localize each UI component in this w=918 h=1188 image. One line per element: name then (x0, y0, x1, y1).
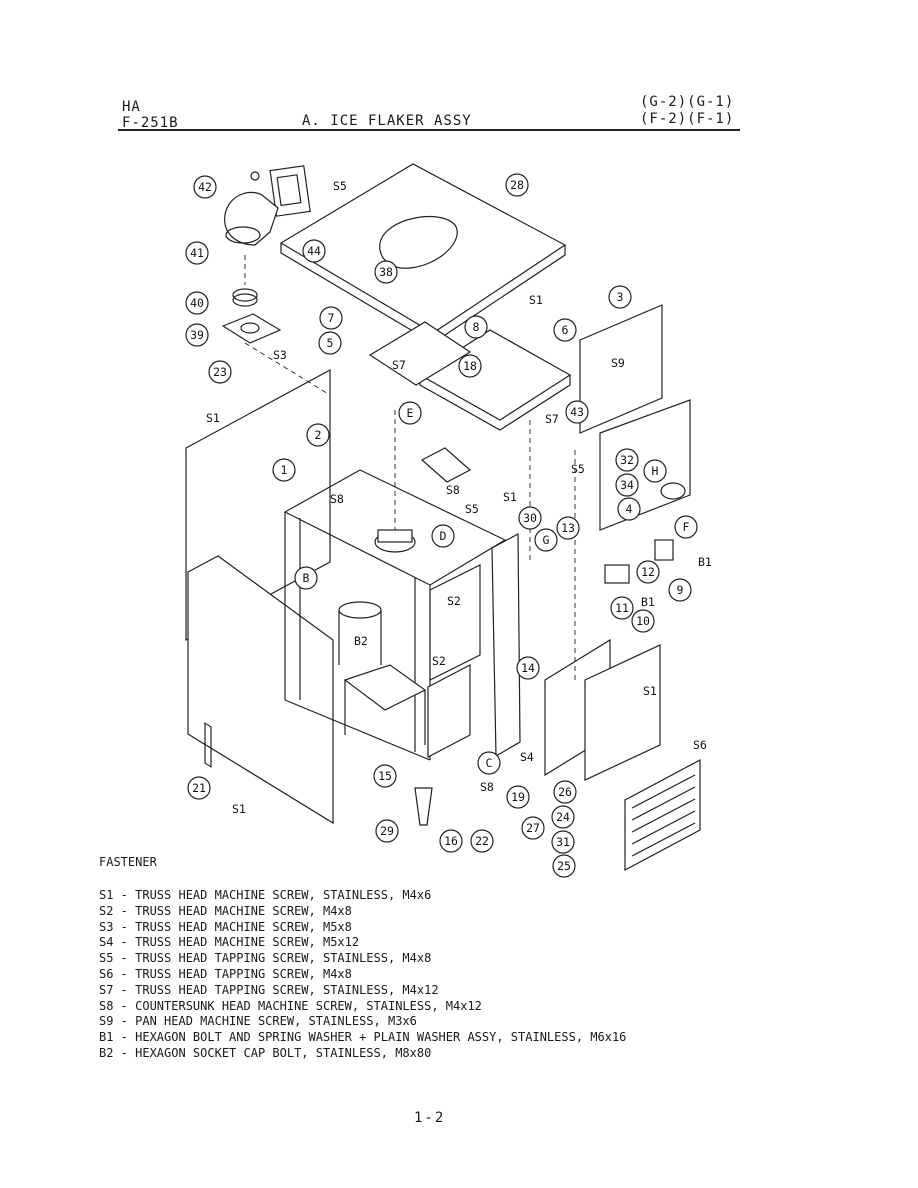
callout-5: 5 (327, 336, 334, 350)
callout-8: 8 (473, 320, 480, 334)
fastener-item: S6 - TRUSS HEAD TAPPING SCREW, M4x8 (99, 966, 352, 981)
label-s8-chute: S8 (446, 483, 460, 497)
fastener-item: S4 - TRUSS HEAD MACHINE SCREW, M5x12 (99, 935, 360, 950)
callout-11: 11 (615, 601, 629, 615)
callout-6: 6 (562, 323, 569, 337)
label-s5-right: S5 (571, 462, 585, 476)
model-number: F-251B (122, 115, 179, 131)
label-b2: B2 (354, 634, 368, 648)
callout-21: 21 (192, 781, 206, 795)
callout-40: 40 (190, 296, 204, 310)
fastener-item: S9 - PAN HEAD MACHINE SCREW, STAINLESS, … (99, 1014, 417, 1029)
header-rule (118, 129, 740, 131)
callout-10: 10 (636, 614, 650, 628)
fastener-heading: FASTENER (99, 855, 157, 869)
callout-D: D (440, 529, 447, 543)
label-s8-bottom: S8 (480, 780, 494, 794)
callout-41: 41 (190, 246, 204, 260)
callout-38: 38 (379, 265, 393, 279)
callout-12: 12 (641, 565, 655, 579)
fastener-item: S1 - TRUSS HEAD MACHINE SCREW, STAINLESS… (99, 888, 432, 902)
callout-circles (185, 173, 698, 878)
callout-42: 42 (198, 180, 212, 194)
fastener-list: S1 - TRUSS HEAD MACHINE SCREW, STAINLESS… (99, 888, 626, 1062)
callout-15: 15 (378, 769, 392, 783)
front-grille (624, 759, 701, 871)
label-s8-frame: S8 (330, 492, 344, 506)
callout-4: 4 (626, 502, 633, 516)
label-b1-right: B1 (698, 555, 712, 569)
label-s7-lid: S7 (392, 358, 406, 372)
callout-16: 16 (444, 834, 458, 848)
callout-39: 39 (190, 328, 204, 342)
label-s2-lower: S2 (432, 654, 446, 668)
callout-22: 22 (475, 834, 489, 848)
callout-24: 24 (556, 810, 570, 824)
label-s1-mid: S1 (503, 490, 517, 504)
brand-code: HA (122, 99, 141, 115)
label-s1-bottom: S1 (232, 802, 246, 816)
callout-30: 30 (523, 511, 537, 525)
label-s1-panel: S1 (643, 684, 657, 698)
fastener-item: S2 - TRUSS HEAD MACHINE SCREW, M4x8 (99, 903, 352, 918)
fastener-item: B2 - HEXAGON SOCKET CAP BOLT, STAINLESS,… (99, 1045, 432, 1060)
callout-E: E (407, 406, 414, 420)
callout-23: 23 (213, 365, 227, 379)
callout-F: F (683, 520, 690, 534)
callout-B: B (303, 571, 310, 585)
label-s1-top: S1 (529, 293, 543, 307)
callout-25: 25 (557, 859, 571, 873)
callout-26: 26 (558, 785, 572, 799)
callout-19: 19 (511, 790, 525, 804)
callout-13: 13 (561, 521, 575, 535)
label-s3: S3 (273, 348, 287, 362)
callout-1: 1 (281, 463, 288, 477)
label-b1-mid: B1 (641, 595, 655, 609)
callout-C: C (486, 756, 493, 770)
label-s7-right: S7 (545, 412, 559, 426)
callout-29: 29 (380, 824, 394, 838)
callout-28: 28 (510, 178, 524, 192)
variant-codes-bottom: (F-2)(F-1) (640, 111, 735, 127)
callout-G: G (543, 533, 550, 547)
label-s5-top: S5 (333, 179, 347, 193)
callout-34: 34 (620, 478, 634, 492)
callout-32: 32 (620, 453, 634, 467)
callout-7: 7 (328, 311, 335, 325)
fastener-item: B1 - HEXAGON BOLT AND SPRING WASHER + PL… (99, 1030, 627, 1045)
callout-2: 2 (315, 428, 322, 442)
callout-31: 31 (556, 835, 570, 849)
page-title: A. ICE FLAKER ASSY (302, 113, 472, 129)
part-drawings (185, 163, 701, 871)
label-s9: S9 (611, 356, 625, 370)
callout-43: 43 (570, 405, 584, 419)
label-s6: S6 (693, 738, 707, 752)
callout-44: 44 (307, 244, 321, 258)
label-s1-left: S1 (206, 411, 220, 425)
fastener-item: S3 - TRUSS HEAD MACHINE SCREW, M5x8 (99, 919, 352, 934)
label-s2-upper: S2 (447, 594, 461, 608)
label-s4: S4 (520, 750, 534, 764)
fastener-item: S5 - TRUSS HEAD TAPPING SCREW, STAINLESS… (99, 951, 432, 966)
label-s5-mid: S5 (465, 502, 479, 516)
callout-9: 9 (677, 583, 684, 597)
page-number: 1-2 (414, 1110, 446, 1126)
variant-codes-top: (G-2)(G-1) (640, 94, 735, 110)
fastener-item: S8 - COUNTERSUNK HEAD MACHINE SCREW, STA… (99, 998, 482, 1013)
callout-14: 14 (521, 661, 535, 675)
callout-H: H (652, 464, 659, 478)
fastener-item: S7 - TRUSS HEAD TAPPING SCREW, STAINLESS… (99, 982, 439, 997)
callout-3: 3 (617, 290, 624, 304)
callout-18: 18 (463, 359, 477, 373)
callout-27: 27 (526, 821, 540, 835)
side-panel (187, 555, 334, 825)
